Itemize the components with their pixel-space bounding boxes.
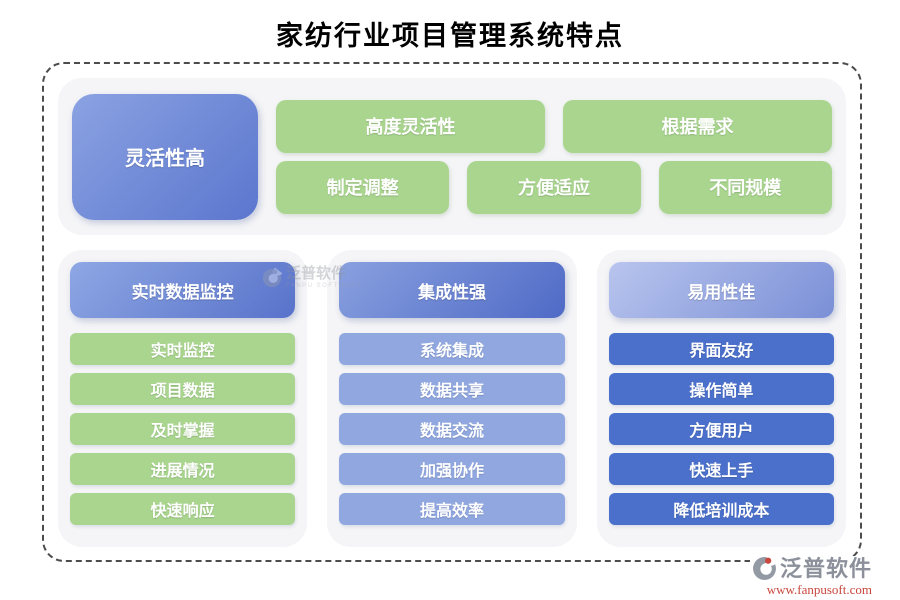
- column-header: 实时数据监控: [70, 262, 296, 318]
- brand-url: www.fanpusoft.com: [766, 582, 872, 597]
- feature-column: 实时数据监控实时监控项目数据及时掌握进展情况快速响应: [58, 250, 308, 547]
- top-row-1: 高度灵活性根据需求: [276, 99, 832, 153]
- column-item: 进展情况: [70, 453, 296, 485]
- column-item: 方便用户: [608, 413, 834, 445]
- column-item: 数据交流: [339, 413, 565, 445]
- column-item: 操作简单: [608, 373, 834, 405]
- column-item: 实时监控: [70, 333, 296, 365]
- column-header: 易用性佳: [608, 262, 834, 318]
- column-item: 数据共享: [339, 373, 565, 405]
- column-item: 降低培训成本: [608, 493, 834, 525]
- feature-pill: 制定调整: [276, 160, 450, 214]
- dashed-frame: 灵活性高 高度灵活性根据需求 制定调整方便适应不同规模 实时数据监控实时监控项目…: [42, 62, 862, 562]
- column-header: 集成性强: [339, 262, 565, 318]
- column-item: 快速响应: [70, 493, 296, 525]
- brand-logo-icon: [752, 556, 777, 581]
- flexibility-section: 灵活性高 高度灵活性根据需求 制定调整方便适应不同规模: [58, 78, 846, 235]
- column-item: 界面友好: [608, 333, 834, 365]
- feature-pill: 根据需求: [563, 99, 832, 153]
- top-row-2: 制定调整方便适应不同规模: [276, 160, 832, 214]
- feature-pill: 不同规模: [658, 160, 832, 214]
- brand-footer: 泛普软件 www.fanpusoft.com: [749, 555, 874, 597]
- column-item: 加强协作: [339, 453, 565, 485]
- flexibility-features: 高度灵活性根据需求 制定调整方便适应不同规模: [276, 99, 832, 214]
- feature-pill: 高度灵活性: [276, 99, 545, 153]
- feature-column: 集成性强系统集成数据共享数据交流加强协作提高效率: [327, 250, 577, 547]
- feature-column: 易用性佳界面友好操作简单方便用户快速上手降低培训成本: [596, 250, 846, 547]
- feature-pill: 方便适应: [467, 160, 641, 214]
- column-item: 项目数据: [70, 373, 296, 405]
- brand-name: 泛普软件: [779, 555, 872, 581]
- lead-box-flexibility: 灵活性高: [72, 93, 258, 220]
- column-item: 提高效率: [339, 493, 565, 525]
- page-title: 家纺行业项目管理系统特点: [276, 21, 624, 51]
- feature-columns: 实时数据监控实时监控项目数据及时掌握进展情况快速响应集成性强系统集成数据共享数据…: [58, 250, 846, 547]
- column-item: 及时掌握: [70, 413, 296, 445]
- column-item: 快速上手: [608, 453, 834, 485]
- column-item: 系统集成: [339, 333, 565, 365]
